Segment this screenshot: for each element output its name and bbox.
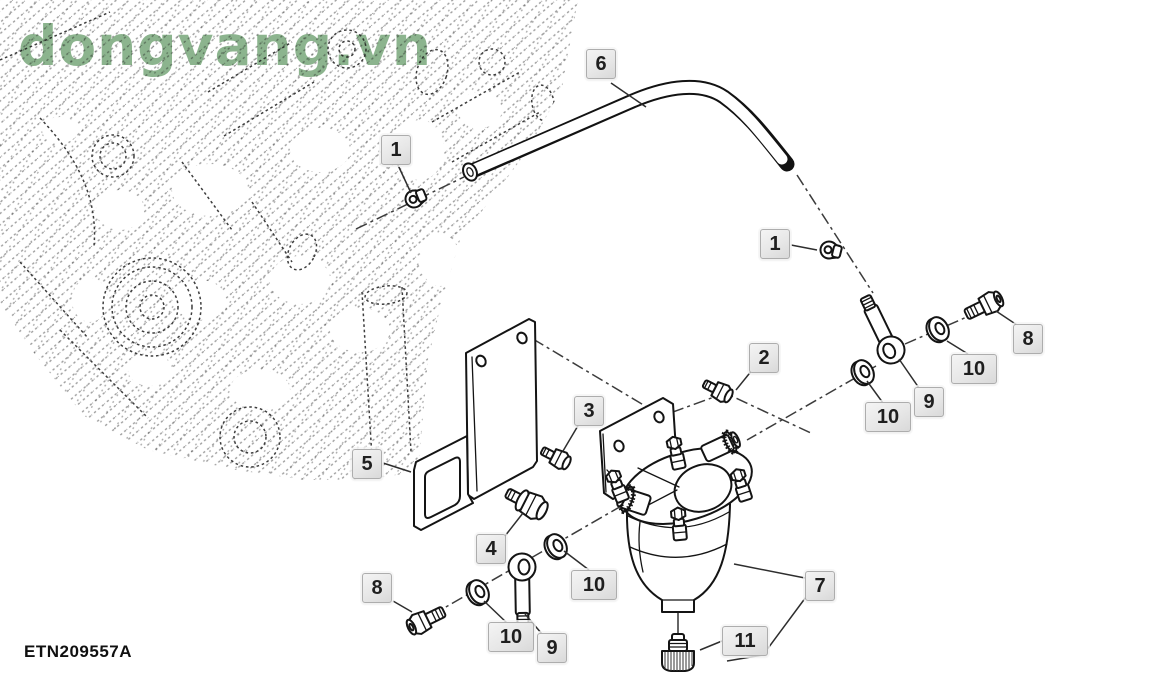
- callout-8-connector-left[interactable]: 8: [362, 573, 392, 603]
- filter-assembly-drawing: [599, 397, 754, 636]
- washer-right-lower-drawing: [846, 355, 879, 390]
- callout-7-filter-assembly[interactable]: 7: [805, 571, 835, 601]
- callout-8-connector-right[interactable]: 8: [1013, 324, 1043, 354]
- callout-1-hose-clamp-left[interactable]: 1: [381, 135, 411, 165]
- callout-9-banjo-lower[interactable]: 9: [537, 633, 567, 663]
- callout-2-bolt[interactable]: 2: [749, 343, 779, 373]
- washer-right-upper-drawing: [921, 312, 954, 347]
- callout-10-washer-right-lower[interactable]: 10: [865, 402, 911, 432]
- hose-clamp-right-drawing: [817, 238, 844, 263]
- banjo-bolt-lower-drawing: [507, 552, 538, 628]
- callout-10-washer-lower-left[interactable]: 10: [488, 622, 534, 652]
- fuel-hose-drawing: [462, 79, 795, 182]
- callout-1-hose-clamp-right[interactable]: 1: [760, 229, 790, 259]
- bolt-4-drawing: [500, 480, 553, 525]
- callout-11-drain-screw[interactable]: 11: [722, 626, 768, 656]
- mounting-bracket-drawing: [413, 318, 538, 531]
- callout-9-banjo-right[interactable]: 9: [914, 387, 944, 417]
- callout-10-washer-right-upper[interactable]: 10: [951, 354, 997, 384]
- banjo-bolt-right-drawing: [852, 290, 911, 370]
- connector-left-drawing: [402, 600, 450, 640]
- callout-3-bolt[interactable]: 3: [574, 396, 604, 426]
- bolt-2-drawing: [698, 374, 737, 407]
- figure-code: ETN209557A: [24, 642, 133, 661]
- drain-thumbscrew-drawing: [661, 633, 695, 672]
- bolt-3-drawing: [536, 441, 575, 474]
- connector-right-drawing: [960, 286, 1008, 326]
- callout-10-washer-mid[interactable]: 10: [571, 570, 617, 600]
- washer-mid-drawing: [539, 529, 572, 564]
- callout-6-hose[interactable]: 6: [586, 49, 616, 79]
- callout-5-bracket[interactable]: 5: [352, 449, 382, 479]
- callout-4-bolt[interactable]: 4: [476, 534, 506, 564]
- washer-lower-left-drawing: [461, 575, 494, 610]
